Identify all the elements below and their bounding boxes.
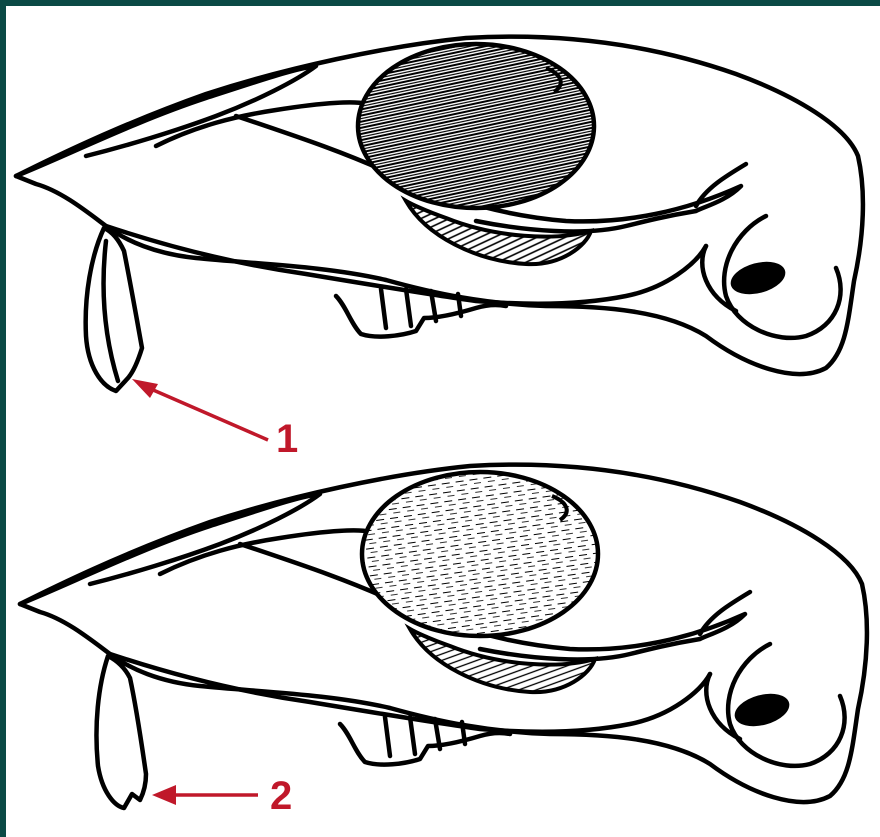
callout-1-line bbox=[144, 386, 268, 440]
callout-2: 2 bbox=[152, 774, 292, 818]
callout-1: 1 bbox=[132, 379, 298, 461]
callout-2-label: 2 bbox=[270, 774, 292, 818]
nostril-top bbox=[727, 256, 789, 299]
orbit-bottom bbox=[362, 472, 598, 636]
callout-1-arrowhead bbox=[132, 379, 158, 398]
callout-2-arrowhead bbox=[152, 785, 176, 805]
callout-1-label: 1 bbox=[276, 417, 298, 461]
orbit-top bbox=[358, 44, 594, 208]
drawing-panel: 1 2 bbox=[6, 6, 880, 837]
skull-diagram: 1 2 bbox=[6, 6, 880, 837]
nostril-bottom bbox=[731, 688, 793, 731]
